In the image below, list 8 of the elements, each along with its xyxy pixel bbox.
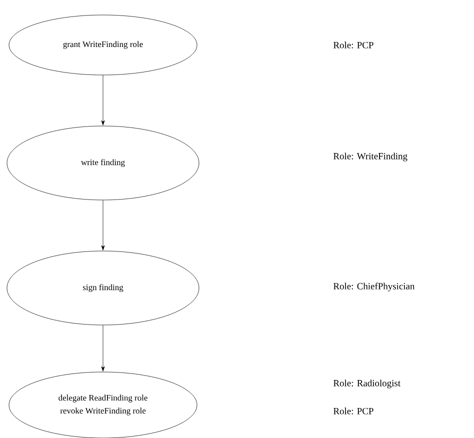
arrow	[101, 75, 105, 126]
role-label: Role: PCP	[333, 408, 374, 414]
arrow	[101, 325, 105, 372]
arrow	[101, 200, 105, 250]
role-label: Role: Radiologist	[333, 380, 400, 388]
role-label: Role: WriteFinding	[333, 152, 408, 162]
role-label: Role: ChiefPhysician	[333, 282, 415, 292]
role-label: Role: PCP	[333, 42, 374, 48]
